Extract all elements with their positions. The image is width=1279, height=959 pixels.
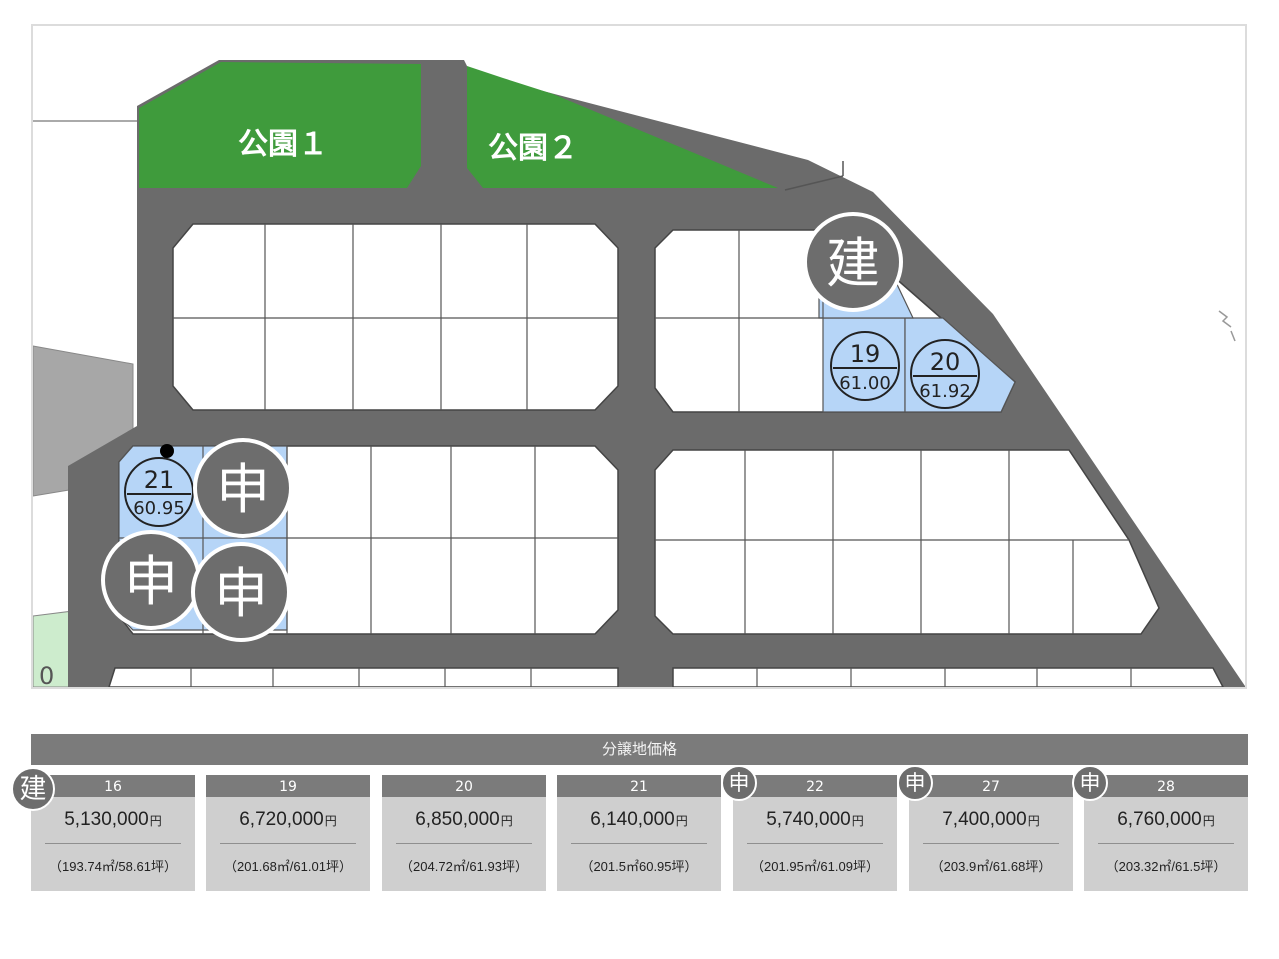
card-area: （203.9㎡/61.68坪） bbox=[930, 859, 1052, 874]
card-price: 5,740,000円 bbox=[733, 809, 897, 835]
corner-dot bbox=[160, 444, 174, 458]
card-area: （201.5㎡60.95坪） bbox=[580, 859, 698, 874]
card-area: （201.68㎡/61.01坪） bbox=[224, 859, 352, 874]
card-price-value: 5,130,000 bbox=[64, 809, 149, 830]
card-divider bbox=[747, 843, 883, 844]
lot-block bbox=[654, 449, 1160, 635]
card-price: 6,760,000円 bbox=[1084, 809, 1248, 835]
card-price: 6,720,000円 bbox=[206, 809, 370, 835]
lot-dividers bbox=[655, 450, 1129, 634]
applied-badge: 申 bbox=[191, 542, 291, 642]
price-card[interactable]: 22 5,740,000円 （201.95㎡/61.09坪） 申 bbox=[721, 765, 897, 891]
price-card[interactable]: 27 7,400,000円 （203.9㎡/61.68坪） 申 bbox=[897, 765, 1073, 891]
price-table-title: 分譲地価格 bbox=[31, 734, 1248, 765]
lot-block bbox=[172, 223, 619, 411]
price-card[interactable]: 20 6,850,000円 （204.72㎡/61.93坪） bbox=[382, 775, 546, 891]
boundary-line bbox=[784, 175, 844, 191]
card-lot-number: 16 bbox=[31, 775, 195, 797]
card-lot-number: 21 bbox=[557, 775, 721, 797]
applied-badge-text: 申 bbox=[214, 562, 268, 625]
applied-badge: 申 bbox=[101, 530, 201, 630]
card-lot-number: 22 bbox=[733, 775, 897, 797]
card-price: 5,130,000円 bbox=[31, 809, 195, 835]
card-divider bbox=[45, 843, 181, 844]
built-badge: 建 bbox=[803, 212, 903, 312]
park-2-label: 公園２ bbox=[488, 131, 578, 166]
compass-icon bbox=[1218, 310, 1236, 342]
price-card[interactable]: 28 6,760,000円 （203.32㎡/61.5坪） 申 bbox=[1072, 765, 1248, 891]
card-price-value: 6,720,000 bbox=[239, 809, 324, 830]
edge-fragment-label: 0 bbox=[39, 662, 54, 687]
applied-badge: 申 bbox=[193, 438, 293, 538]
lot-number: 19 bbox=[850, 340, 881, 368]
applied-badge-text: 申 bbox=[216, 458, 270, 521]
applied-badge-text: 申 bbox=[124, 550, 178, 613]
lot-number: 20 bbox=[930, 348, 961, 376]
card-divider bbox=[220, 843, 356, 844]
card-price-value: 7,400,000 bbox=[942, 809, 1027, 830]
site-map: 0 公園１ 公園２ bbox=[31, 24, 1247, 689]
card-divider bbox=[923, 843, 1059, 844]
card-area: （201.95㎡/61.09坪） bbox=[751, 859, 879, 874]
lot-area: 61.92 bbox=[919, 381, 971, 402]
applied-badge: 申 bbox=[721, 765, 757, 801]
yen-unit: 円 bbox=[149, 814, 162, 828]
park-1-area bbox=[139, 62, 421, 188]
lot-area: 60.95 bbox=[133, 498, 185, 519]
lot-number: 21 bbox=[144, 466, 175, 494]
card-area: （193.74㎡/58.61坪） bbox=[49, 859, 177, 874]
park-1-label: 公園１ bbox=[238, 127, 328, 162]
yen-unit: 円 bbox=[324, 814, 337, 828]
card-price: 7,400,000円 bbox=[909, 809, 1073, 835]
lot-dividers bbox=[173, 224, 618, 410]
lot-area: 61.00 bbox=[839, 373, 891, 394]
lot-block-partial bbox=[108, 667, 1224, 687]
price-card[interactable]: 16 5,130,000円 （193.74㎡/58.61坪） 建 bbox=[11, 767, 195, 891]
yen-unit: 円 bbox=[675, 814, 688, 828]
built-badge: 建 bbox=[11, 767, 55, 811]
park-2-area bbox=[467, 66, 778, 188]
card-lot-number: 28 bbox=[1084, 775, 1248, 797]
yen-unit: 円 bbox=[500, 814, 513, 828]
card-divider bbox=[571, 843, 707, 844]
lot-marker-21[interactable]: 21 60.95 bbox=[124, 457, 194, 527]
card-lot-number: 19 bbox=[206, 775, 370, 797]
card-price-value: 6,140,000 bbox=[590, 809, 675, 830]
applied-badge: 申 bbox=[897, 765, 933, 801]
card-price: 6,850,000円 bbox=[382, 809, 546, 835]
neighbor-green-area bbox=[33, 610, 74, 687]
built-badge-text: 建 bbox=[826, 232, 880, 295]
yen-unit: 円 bbox=[1027, 814, 1040, 828]
card-price-value: 5,740,000 bbox=[766, 809, 851, 830]
lot-marker-19[interactable]: 19 61.00 bbox=[830, 331, 900, 401]
card-divider bbox=[1098, 843, 1234, 844]
lot-marker-20[interactable]: 20 61.92 bbox=[910, 339, 980, 409]
yen-unit: 円 bbox=[851, 814, 864, 828]
card-area: （204.72㎡/61.93坪） bbox=[400, 859, 528, 874]
card-price-value: 6,760,000 bbox=[1117, 809, 1202, 830]
site-map-svg: 0 公園１ 公園２ bbox=[33, 60, 1245, 687]
price-card[interactable]: 19 6,720,000円 （201.68㎡/61.01坪） bbox=[206, 775, 370, 891]
card-area: （203.32㎡/61.5坪） bbox=[1105, 859, 1227, 874]
yen-unit: 円 bbox=[1202, 814, 1215, 828]
card-lot-number: 27 bbox=[909, 775, 1073, 797]
card-divider bbox=[396, 843, 532, 844]
card-price-value: 6,850,000 bbox=[415, 809, 500, 830]
price-card[interactable]: 21 6,140,000円 （201.5㎡60.95坪） bbox=[557, 775, 721, 891]
card-price: 6,140,000円 bbox=[557, 809, 721, 835]
applied-badge: 申 bbox=[1072, 765, 1108, 801]
card-lot-number: 20 bbox=[382, 775, 546, 797]
